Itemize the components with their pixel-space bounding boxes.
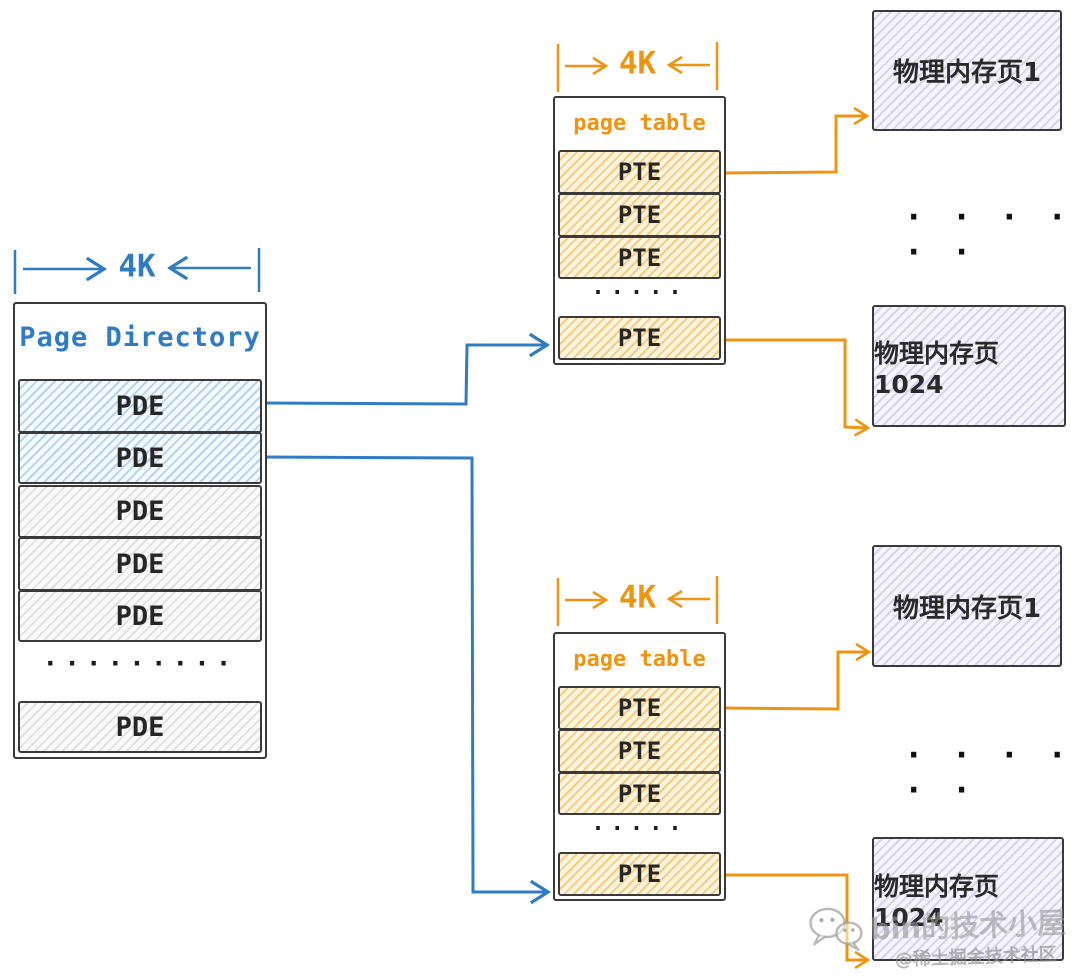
memory-pages-ellipsis: · · · · · · bbox=[908, 738, 1076, 808]
pte-last-to-mempage1024-bottom-arrow bbox=[722, 873, 867, 960]
pte-entry: PTE bbox=[558, 236, 721, 279]
dimension-4k-pagetable-top: 4K bbox=[553, 36, 722, 94]
dimension-lines bbox=[556, 42, 719, 92]
pde-entry: PDE bbox=[18, 379, 262, 433]
dimension-4k-page-directory: 4K bbox=[13, 240, 261, 296]
page-table-box-top: page table PTE PTE PTE ····· PTE bbox=[553, 96, 726, 365]
dimension-label: 4K bbox=[618, 579, 657, 616]
dimension-label: 4K bbox=[118, 248, 156, 285]
pte-entry: PTE bbox=[558, 150, 721, 194]
pde-entry: PDE bbox=[18, 590, 262, 642]
pte-last-to-mempage1024-arrow bbox=[723, 338, 867, 428]
wechat-icon bbox=[809, 907, 863, 951]
memory-page-box: 物理内存页1 bbox=[872, 10, 1062, 131]
dimension-label: 4K bbox=[618, 45, 657, 82]
page-table-title: page table bbox=[573, 647, 706, 672]
pte-entry: PTE bbox=[558, 729, 721, 773]
dimension-lines bbox=[13, 248, 261, 294]
pde-ellipsis: ········· bbox=[42, 649, 238, 679]
pte1-to-mempage1-bottom-arrow bbox=[721, 652, 868, 711]
pte-entry: PTE bbox=[558, 686, 721, 730]
pte-entry: PTE bbox=[558, 316, 721, 360]
page-directory-box: Page Directory PDE PDE PDE PDE PDE ·····… bbox=[13, 302, 267, 759]
page-table-box-bottom: page table PTE PTE PTE ····· PTE bbox=[553, 632, 726, 901]
pte-ellipsis: ····· bbox=[591, 817, 688, 842]
pde2-to-pagetable2-arrow bbox=[262, 455, 547, 892]
pde-entry: PDE bbox=[18, 701, 262, 753]
page-table-title: page table bbox=[573, 111, 706, 136]
page-directory-title: Page Directory bbox=[19, 322, 261, 353]
pde-entry: PDE bbox=[18, 537, 262, 591]
pde-entry: PDE bbox=[18, 485, 262, 538]
dimension-lines bbox=[556, 576, 719, 626]
memory-page-box: 物理内存页1024 bbox=[872, 837, 1064, 961]
pte-entry: PTE bbox=[558, 193, 721, 237]
pte1-to-mempage1-arrow bbox=[722, 116, 866, 175]
memory-page-box: 物理内存页1 bbox=[872, 545, 1062, 667]
memory-pages-ellipsis: · · · · · · bbox=[908, 200, 1076, 270]
dimension-4k-pagetable-bottom: 4K bbox=[553, 570, 722, 628]
pde1-to-pagetable1-arrow bbox=[262, 345, 546, 406]
pte-entry: PTE bbox=[558, 852, 721, 896]
pde-entry: PDE bbox=[18, 432, 262, 484]
pte-ellipsis: ····· bbox=[591, 281, 688, 306]
pte-entry: PTE bbox=[558, 772, 721, 815]
memory-page-box: 物理内存页1024 bbox=[872, 305, 1066, 427]
